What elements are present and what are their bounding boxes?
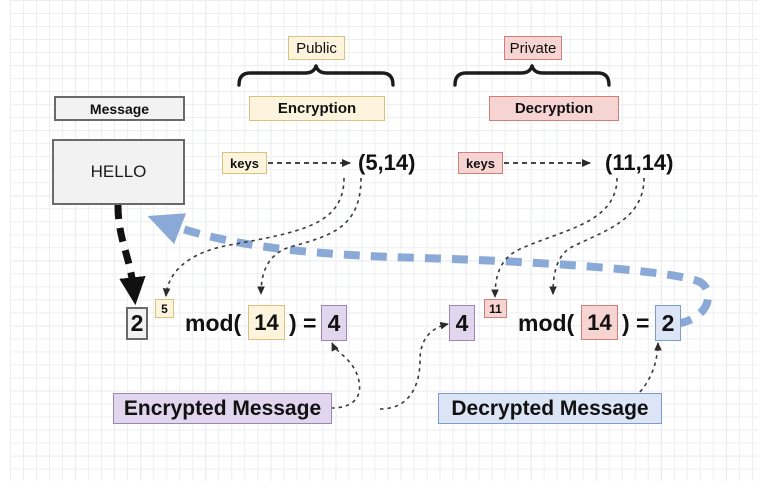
- decrypted-banner-to-result: [639, 342, 662, 393]
- decrypted-message-banner: Decrypted Message: [438, 393, 662, 424]
- public-modulus-link: [257, 177, 362, 295]
- encrypted-message-to-decrypt-input: [379, 321, 449, 410]
- private-bracket-label: Private: [504, 36, 562, 60]
- encrypt-mod-close: ): [289, 310, 297, 336]
- decrypt-modulus-box: 14: [581, 305, 618, 340]
- encrypt-modulus-box: 14: [248, 305, 285, 340]
- encrypt-base: 2: [130, 310, 144, 336]
- private-keys-tag: keys: [458, 152, 503, 174]
- private-exponent-link: [491, 177, 618, 298]
- decrypt-result-box: 2: [655, 305, 681, 341]
- encrypted-message-banner: Encrypted Message: [113, 393, 332, 424]
- encrypt-result-box: 4: [321, 305, 347, 341]
- encrypt-modulus: 14: [254, 309, 279, 335]
- encrypt-equals: =: [303, 310, 317, 336]
- public-bracket-label: Public: [288, 36, 345, 60]
- decrypt-equals: =: [636, 310, 650, 336]
- public-keys-tag: keys: [222, 152, 267, 174]
- decrypt-exponent: 11: [489, 301, 502, 316]
- decrypted-return-flow: [147, 213, 712, 328]
- encrypt-exponent: 5: [161, 301, 168, 316]
- encrypt-mod-open: mod(: [185, 310, 242, 336]
- decrypt-result: 2: [661, 309, 675, 336]
- decrypt-base: 4: [455, 309, 469, 336]
- encrypt-exponent-box: 5: [155, 299, 174, 318]
- encryption-header-box: Encryption: [249, 96, 385, 121]
- encrypt-base-box: 2: [126, 307, 148, 340]
- decryption-header-box: Decryption: [489, 96, 619, 121]
- message-header-label: Message: [89, 100, 150, 117]
- message-header-box: Message: [54, 96, 185, 121]
- message-to-number-arrow: [114, 204, 146, 306]
- encrypt-result: 4: [327, 309, 341, 336]
- public-key-pair: (5,14): [358, 150, 416, 175]
- message-body-label: HELLO: [90, 162, 147, 181]
- decrypt-mod-close: ): [622, 310, 630, 336]
- message-body-box: HELLO: [52, 139, 185, 205]
- public-exponent-link: [162, 177, 345, 297]
- private-modulus-link: [549, 177, 645, 295]
- decrypt-base-box: 4: [449, 305, 475, 341]
- decrypt-mod-open: mod(: [518, 310, 575, 336]
- public-brace-icon: [237, 64, 395, 87]
- decrypt-exponent-box: 11: [484, 299, 507, 318]
- private-key-pair: (11,14): [605, 150, 674, 175]
- decrypt-modulus: 14: [587, 309, 612, 335]
- encrypted-banner-to-result: [330, 342, 361, 409]
- private-brace-icon: [453, 64, 611, 87]
